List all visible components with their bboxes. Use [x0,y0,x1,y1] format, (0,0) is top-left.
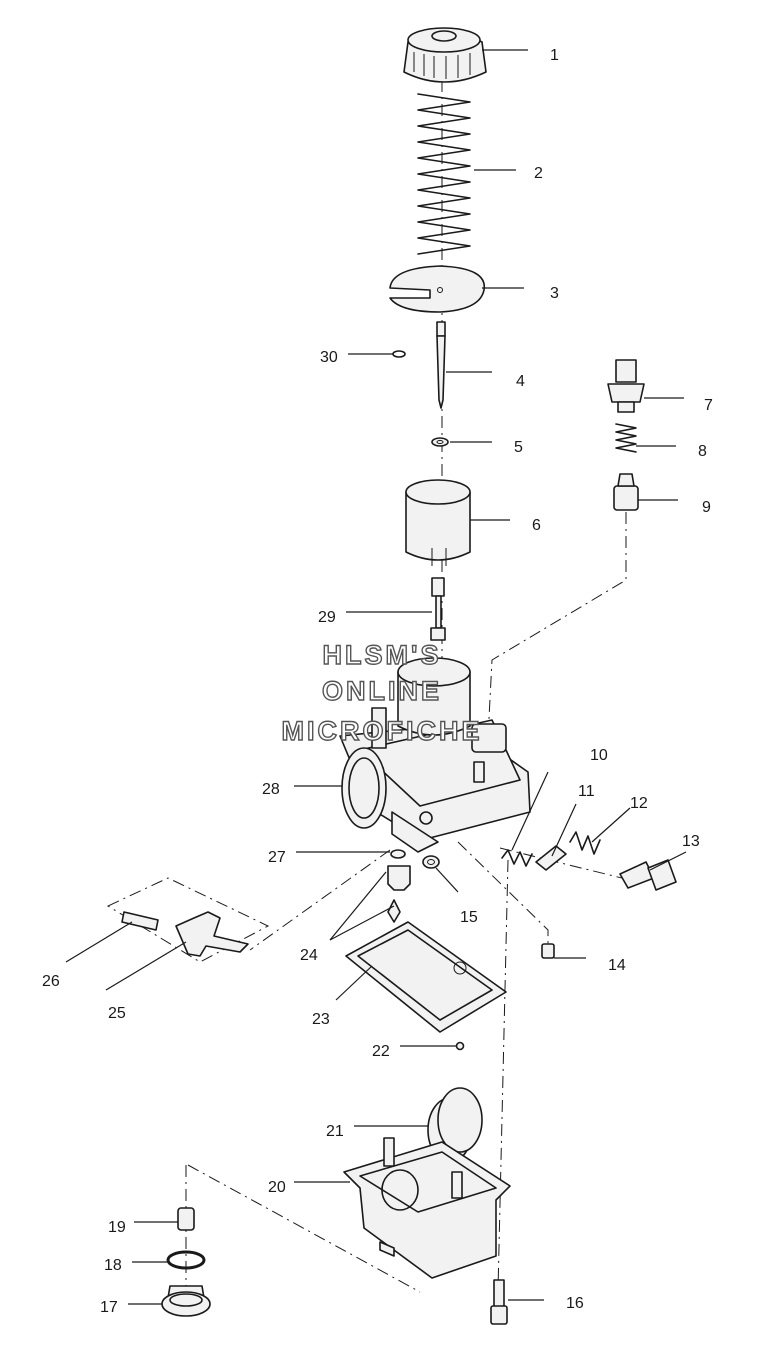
callout-6: 6 [532,517,541,534]
callout-13: 13 [682,833,700,850]
part-fitting [607,359,645,413]
part-needle [436,321,446,409]
part-float-pin [455,1041,465,1051]
callout-21: 21 [326,1123,344,1140]
watermark: HLSM'S ONLINE MICROFICHE [281,639,483,746]
watermark-line-2: ONLINE [322,676,442,706]
part-jet-washer [390,849,406,859]
callout-1: 1 [550,47,559,64]
callout-29: 29 [318,609,336,626]
callout-22: 22 [372,1043,390,1060]
part-clip [392,350,406,358]
part-small-jet [541,943,555,959]
part-o-ring [166,1250,206,1270]
callout-26: 26 [42,973,60,990]
callout-5: 5 [514,439,523,456]
watermark-line-3: MICROFICHE [282,716,483,746]
callout-labels: 1 2 3 4 5 6 7 8 9 10 11 12 13 14 15 16 1… [42,47,713,1316]
part-cap [403,27,487,83]
callout-4: 4 [516,373,525,390]
part-main-jet [387,865,411,923]
part-carburetor-body [339,657,531,853]
callout-23: 23 [312,1011,330,1028]
callout-28: 28 [262,781,280,798]
part-bowl-screw [490,1279,508,1325]
callout-11: 11 [578,783,595,800]
callout-3: 3 [550,285,559,302]
callout-14: 14 [608,957,626,974]
callout-15: 15 [460,909,478,926]
callout-16: 16 [566,1295,584,1312]
part-float-bowl [343,1137,511,1279]
part-plunger [613,473,639,511]
part-idle-spring [569,831,601,855]
part-drain-plug [161,1285,211,1317]
callout-24: 24 [300,947,318,964]
part-o-ring-small [422,855,440,869]
callout-17: 17 [100,1299,118,1316]
callout-30: 30 [320,349,338,366]
part-pilot-screw [535,845,567,871]
part-pilot-spring [501,849,533,867]
callout-25: 25 [108,1005,126,1022]
callout-7: 7 [704,397,713,414]
callout-8: 8 [698,443,707,460]
callout-2: 2 [534,165,543,182]
part-washer [431,437,449,447]
part-small-spring [615,423,637,453]
part-idle-screw [619,859,677,891]
callout-27: 27 [268,849,286,866]
callout-9: 9 [702,499,711,516]
callout-10: 10 [590,747,608,764]
part-plate [389,265,485,313]
part-drain-plug-small [177,1207,195,1231]
callout-12: 12 [630,795,648,812]
part-float-assembly [106,877,270,963]
part-spring [417,93,471,255]
part-stem [430,577,446,641]
part-throttle-slide [405,479,471,566]
callout-20: 20 [268,1179,286,1196]
watermark-line-1: HLSM'S [323,640,442,670]
callout-18: 18 [104,1257,122,1274]
callout-19: 19 [108,1219,126,1236]
leader-lines [65,49,687,1305]
part-gasket [345,921,507,1033]
